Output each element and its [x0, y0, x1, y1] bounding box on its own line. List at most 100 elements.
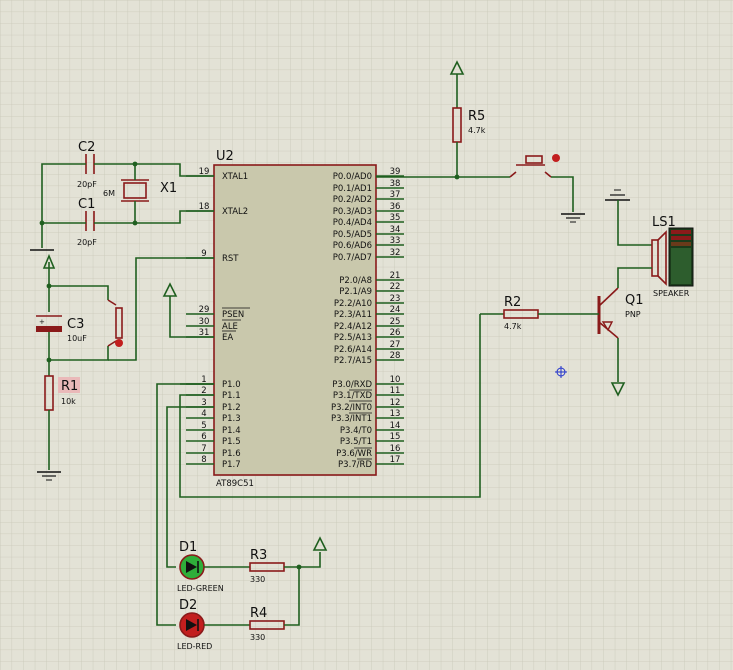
u2-pin-label: P3.3/INT1 — [331, 414, 372, 424]
r2-ref: R2 — [504, 295, 521, 310]
speaker-coil — [651, 239, 659, 277]
junction-dot — [454, 174, 460, 180]
u2-pin-label: EA — [222, 333, 233, 343]
c2-value: 20pF — [77, 180, 97, 189]
d1-value: LED-GREEN — [177, 584, 224, 593]
x1-value: 6M — [103, 189, 115, 198]
u2-pin-number: 31 — [199, 328, 210, 338]
r4-vcc-wire — [284, 567, 300, 626]
c3-ref: C3 — [67, 317, 84, 332]
x1-crystal-body — [123, 182, 147, 199]
ea-wire — [169, 296, 214, 338]
r1-ref: R1 — [61, 379, 78, 394]
p00-button-body[interactable] — [525, 155, 543, 164]
u2-pin-number: 21 — [390, 271, 401, 281]
rst-button-indicator-icon[interactable] — [115, 339, 123, 347]
u2-pin-number: 14 — [390, 421, 401, 431]
oscillator-section: C2 20pF C1 20pF 6M X1 — [30, 140, 214, 251]
c3-value: 10uF — [67, 334, 87, 343]
u2-pin-label: P1.4 — [222, 426, 241, 436]
u2-pin-number: 26 — [390, 328, 401, 338]
u2-pin-label: P0.7/AD7 — [333, 253, 372, 263]
x1-ref: X1 — [160, 181, 177, 196]
u2-pin-number: 13 — [390, 409, 401, 419]
q1-collector — [598, 287, 619, 307]
c1-value: 20pF — [77, 238, 97, 247]
d2-diode-symbol — [186, 619, 197, 631]
u2-pin-number: 2 — [201, 386, 206, 396]
ls1-value: SPEAKER — [653, 289, 690, 298]
vcc-arrow-icon — [42, 253, 56, 270]
r5-value: 4.7k — [468, 126, 486, 135]
c2-left-wire — [41, 163, 86, 223]
u2-pin-number: 17 — [390, 455, 401, 465]
c3-plus-sign: + — [39, 318, 45, 326]
p11-r2-wire — [179, 314, 481, 498]
u2-pin-label: P0.3/AD3 — [333, 207, 372, 217]
c3-plate-bottom — [36, 326, 62, 332]
speaker-cone-icon — [657, 230, 667, 286]
u2-pin-label: P0.4/AD4 — [333, 218, 372, 228]
u2-pin-number: 10 — [390, 375, 401, 385]
u2-pin-label: P2.2/A10 — [334, 299, 372, 309]
u2-pin-number: 11 — [390, 386, 401, 396]
u2-pin-label: P2.6/A14 — [334, 345, 372, 355]
u2-pin-number: 34 — [390, 225, 401, 235]
u2-pin-number: 9 — [201, 249, 206, 259]
c2-ref: C2 — [78, 140, 95, 155]
u2-pin-label: P3.5/T1 — [340, 437, 372, 447]
r3-vcc-wire — [284, 552, 321, 568]
u2-pin-number: 39 — [390, 167, 401, 177]
q1-emitter-arrow-icon — [601, 321, 614, 332]
u2-pin-number: 19 — [199, 167, 210, 177]
rst-button-body[interactable] — [115, 307, 123, 339]
u2-right-pins: 39P0.0/AD038P0.1/AD137P0.2/AD236P0.3/AD3… — [331, 167, 404, 470]
u2-pin-label: P1.3 — [222, 414, 241, 424]
junction-dot — [46, 283, 52, 289]
p10-d2-wire — [156, 383, 214, 626]
u2-pin-number: 23 — [390, 294, 401, 304]
u2-pin-number: 30 — [199, 317, 210, 327]
rst-wire — [108, 257, 214, 361]
button-contact — [544, 171, 552, 178]
p00-button-indicator-icon[interactable] — [552, 154, 560, 162]
speaker-section: LS1 SPEAKER Q1 PNP R2 4.7k — [179, 189, 694, 498]
ls1-ref: LS1 — [652, 215, 676, 230]
reset-section: + C3 10uF R1 10k — [36, 253, 214, 481]
c1-ref: C1 — [78, 197, 95, 212]
u2-pin-number: 12 — [390, 398, 401, 408]
rst-button-top-wire — [49, 285, 109, 300]
u2-pin-number: 4 — [201, 409, 206, 419]
u2-pin-label: P1.5 — [222, 437, 241, 447]
u2-pin-label: ALE — [222, 322, 238, 332]
u2-pin-label: P2.5/A13 — [334, 333, 372, 343]
u2-pin-label: P3.0/RXD — [332, 380, 372, 390]
speaker-q1-wire — [617, 267, 652, 282]
u2-pin-label: P2.3/A11 — [334, 310, 372, 320]
ea-vcc-section — [162, 282, 214, 338]
u2-pin-label: XTAL1 — [222, 172, 248, 182]
r3-value: 330 — [250, 575, 265, 584]
u2-pin-number: 15 — [390, 432, 401, 442]
u2-pin-number: 1 — [201, 375, 206, 385]
u2-pin-number: 27 — [390, 340, 401, 350]
u2-ref: U2 — [216, 149, 234, 164]
u2-pin-number: 29 — [199, 305, 210, 315]
r1-value: 10k — [61, 397, 76, 406]
r3-ref: R3 — [250, 548, 267, 563]
u2-pin-label: RST — [222, 254, 239, 264]
u2-pin-label: P0.5/AD5 — [333, 230, 372, 240]
u2-pin-label: P3.1/TXD — [333, 391, 373, 401]
speaker-level-bar — [668, 227, 694, 287]
button-contact — [509, 171, 517, 178]
u2-pin-label: P1.1 — [222, 391, 241, 401]
probe-marker-icon[interactable] — [555, 366, 567, 378]
u2-pin-label: P3.6/WR — [336, 449, 372, 459]
r4-value: 330 — [250, 633, 265, 642]
u2-pin-number: 35 — [390, 213, 401, 223]
d2-value: LED-RED — [177, 642, 212, 651]
u2-pin-number: 6 — [201, 432, 206, 442]
r4-ref: R4 — [250, 606, 267, 621]
